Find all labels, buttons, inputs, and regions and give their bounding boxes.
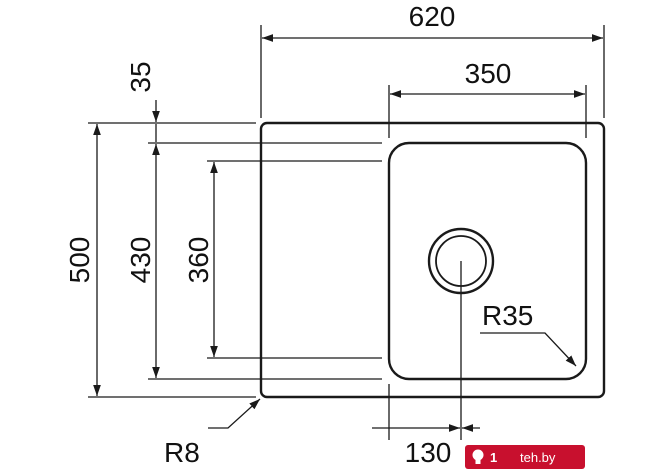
lightbulb-icon [472, 449, 484, 464]
sink-outer-outline [259, 121, 606, 399]
bowl-outline [387, 141, 588, 381]
label-overall-depth: 500 [64, 237, 95, 284]
watermark-brand: 1 [490, 450, 497, 465]
label-bowl-width: 350 [465, 58, 512, 89]
label-inner-depth: 430 [125, 237, 156, 284]
watermark: 1 teh.by [465, 445, 585, 469]
leader-r35 [480, 332, 577, 367]
label-outer-radius: R8 [164, 437, 200, 468]
watermark-domain: teh.by [520, 450, 556, 465]
label-overall-width: 620 [409, 1, 456, 32]
label-bowl-radius: R35 [482, 300, 533, 331]
label-edge-offset: 35 [125, 61, 156, 92]
label-drain-offset: 130 [405, 437, 452, 468]
leader-r8 [208, 398, 261, 429]
label-drainer-depth: 360 [183, 237, 214, 284]
